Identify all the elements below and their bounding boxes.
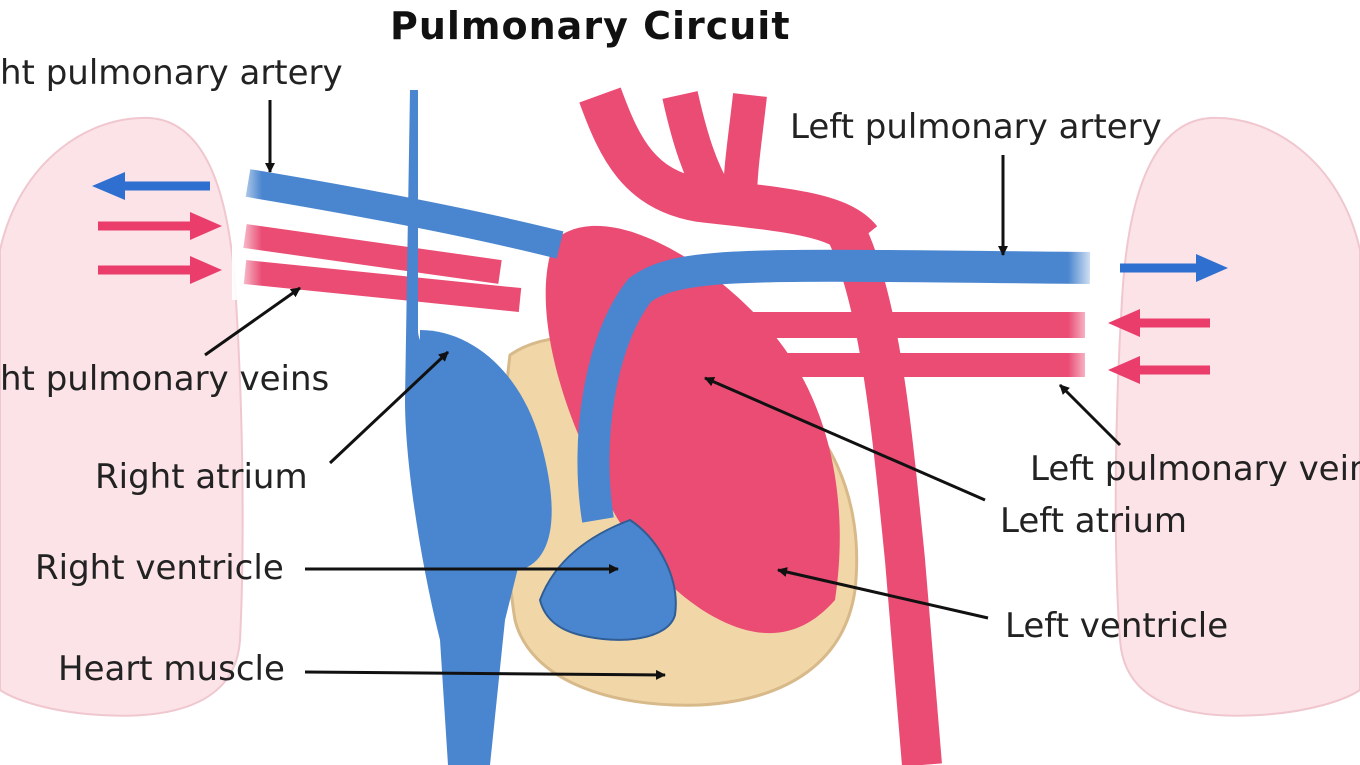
- label-right-atrium: Right atrium: [95, 457, 308, 497]
- label-right-pulmonary-artery: ht pulmonary artery: [0, 53, 343, 93]
- pulmonary-trunk: [577, 249, 1091, 523]
- aorta-descending: [826, 221, 942, 765]
- leader-left-atrium: [704, 376, 986, 502]
- label-left-pulmonary-artery: Left pulmonary artery: [790, 107, 1162, 147]
- label-left-ventricle: Left ventricle: [1005, 606, 1229, 646]
- right-pulmonary-artery-vessel: [245, 169, 564, 259]
- label-heart-muscle: Heart muscle: [58, 649, 285, 689]
- leader-right-pulmonary-veins: [204, 286, 301, 357]
- leader-heart-muscle: [304, 669, 666, 680]
- label-left-pulmonary-veins: Left pulmonary veins: [1030, 452, 1360, 486]
- label-right-pulmonary-veins: ht pulmonary veins: [0, 359, 330, 399]
- diagram-title: Pulmonary Circuit: [390, 4, 791, 48]
- right-lung: [0, 116, 244, 717]
- leader-left-ventricle: [777, 567, 989, 620]
- aorta-branch-3: [723, 93, 767, 201]
- right-atrium-shape: [420, 330, 552, 572]
- leader-left-pulmonary-veins: [1058, 383, 1122, 447]
- label-right-ventricle: Right ventricle: [35, 548, 284, 588]
- label-left-atrium: Left atrium: [1000, 501, 1188, 541]
- leader-right-atrium: [328, 350, 450, 465]
- right-ventricle-shape: [538, 518, 677, 641]
- right-pulmonary-vein-upper: [243, 224, 502, 284]
- aorta-branch-2: [662, 91, 731, 205]
- right-pulmonary-vein-lower: [243, 260, 522, 312]
